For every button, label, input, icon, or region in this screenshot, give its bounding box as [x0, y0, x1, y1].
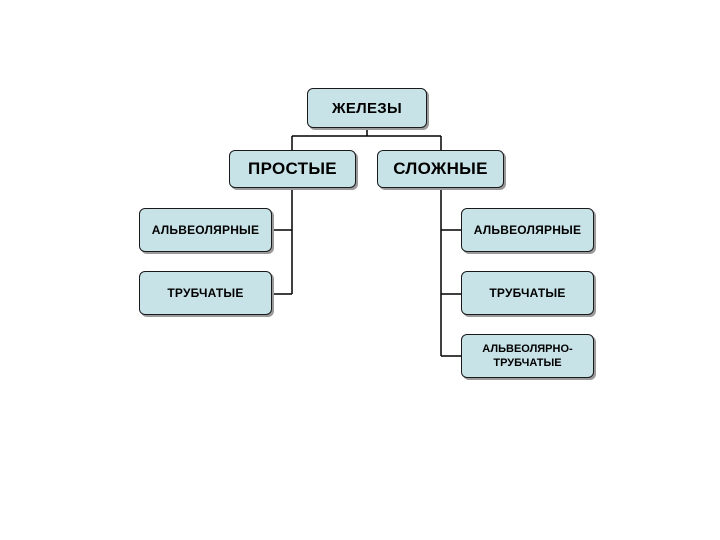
- node-root-label: ЖЕЛЕЗЫ: [332, 99, 402, 117]
- node-complex-tubular-label: ТРУБЧАТЫЕ: [489, 286, 566, 300]
- node-simple-tubular: ТРУБЧАТЫЕ: [139, 271, 272, 315]
- node-simple-tubular-label: ТРУБЧАТЫЕ: [167, 286, 244, 300]
- node-root: ЖЕЛЕЗЫ: [307, 88, 427, 128]
- node-complex-label: СЛОЖНЫЕ: [393, 159, 488, 178]
- node-simple-alveolar-label: АЛЬВЕОЛЯРНЫЕ: [151, 223, 260, 237]
- node-simple: ПРОСТЫЕ: [229, 150, 356, 188]
- node-simple-alveolar: АЛЬВЕОЛЯРНЫЕ: [139, 208, 272, 252]
- node-complex-alveolar-label: АЛЬВЕОЛЯРНЫЕ: [473, 223, 582, 237]
- node-complex-alveolar-tubular-label: АЛЬВЕОЛЯРНО-ТРУБЧАТЫЕ: [482, 343, 573, 369]
- node-simple-label: ПРОСТЫЕ: [248, 159, 337, 178]
- node-complex-tubular: ТРУБЧАТЫЕ: [461, 271, 594, 315]
- node-complex-alveolar: АЛЬВЕОЛЯРНЫЕ: [461, 208, 594, 252]
- node-complex: СЛОЖНЫЕ: [377, 150, 504, 188]
- node-complex-alveolar-tubular: АЛЬВЕОЛЯРНО-ТРУБЧАТЫЕ: [461, 334, 594, 378]
